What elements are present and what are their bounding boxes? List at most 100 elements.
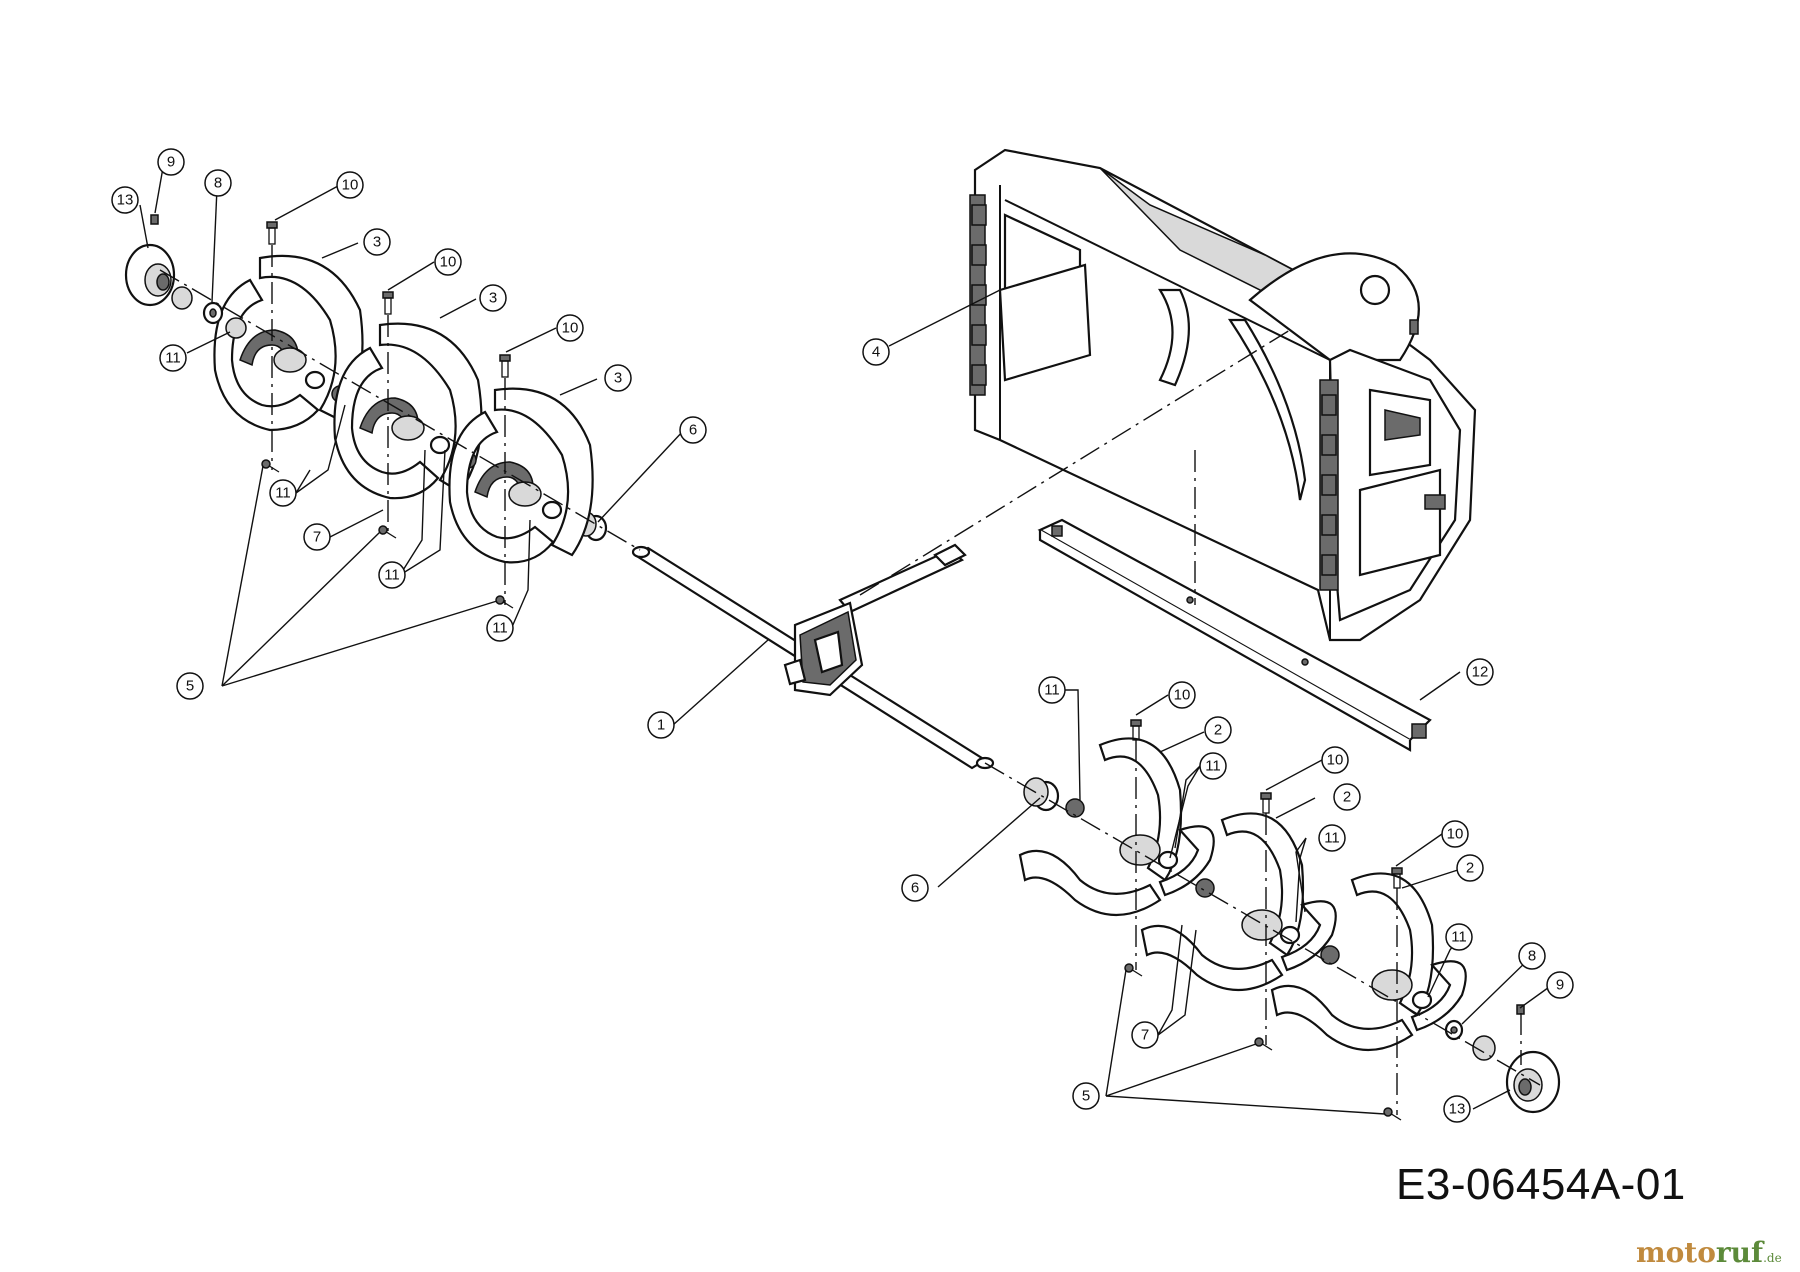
bolt-left-1 bbox=[266, 221, 278, 245]
auger-flight-right-outer bbox=[1270, 872, 1467, 1052]
svg-text:13: 13 bbox=[117, 192, 134, 209]
grease-fitting-left bbox=[150, 214, 159, 225]
callout-10-right-2: 10 bbox=[1321, 746, 1349, 774]
svg-text:8: 8 bbox=[214, 175, 222, 192]
callout-4-leader bbox=[888, 289, 1001, 347]
svg-text:10: 10 bbox=[440, 254, 457, 271]
svg-text:10: 10 bbox=[1327, 752, 1344, 769]
drawing-number: E3-06454A-01 bbox=[1396, 1160, 1686, 1209]
auger-housing bbox=[969, 148, 1477, 642]
callout-11-left-c: 11 bbox=[378, 561, 406, 589]
svg-text:10: 10 bbox=[562, 320, 579, 337]
callout-12: 12 bbox=[1466, 658, 1494, 686]
svg-text:7: 7 bbox=[313, 529, 321, 546]
svg-text:6: 6 bbox=[689, 422, 697, 439]
svg-text:11: 11 bbox=[1451, 929, 1467, 946]
shear-pin-left-1 bbox=[261, 459, 280, 473]
bearing-flange-right bbox=[1505, 1050, 1561, 1114]
svg-text:8: 8 bbox=[1528, 948, 1536, 965]
callout-10-left-1: 10 bbox=[336, 171, 364, 199]
callout-10-right-1: 10 bbox=[1168, 681, 1196, 709]
shear-pin-left-2 bbox=[378, 525, 397, 539]
callout-7-left: 7 bbox=[303, 523, 331, 551]
callout-2-right-2: 2 bbox=[1333, 783, 1361, 811]
svg-text:11: 11 bbox=[492, 620, 508, 637]
auger-flight-left-inner bbox=[448, 387, 594, 564]
svg-text:1: 1 bbox=[657, 717, 665, 734]
callout-11-right-b: 11 bbox=[1199, 752, 1227, 780]
scraper-bar bbox=[1037, 518, 1432, 752]
svg-text:12: 12 bbox=[1472, 664, 1489, 681]
callout-13-right: 13 bbox=[1443, 1095, 1471, 1123]
callout-8-right: 8 bbox=[1518, 942, 1546, 970]
callout-3-left-3: 3 bbox=[604, 364, 632, 392]
callout-11-left-a: 11 bbox=[159, 344, 187, 372]
auger-flight-right-inner bbox=[1018, 737, 1215, 917]
callout-10-right-3: 10 bbox=[1441, 820, 1469, 848]
callout-10-left-3: 10 bbox=[556, 314, 584, 342]
shear-pin-right-3 bbox=[1383, 1107, 1402, 1121]
callout-2-right-1: 2 bbox=[1204, 716, 1232, 744]
callout-10-left-2: 10 bbox=[434, 248, 462, 276]
svg-text:6: 6 bbox=[911, 880, 919, 897]
svg-text:11: 11 bbox=[1044, 682, 1060, 699]
callout-1: 1 bbox=[647, 711, 675, 739]
svg-text:10: 10 bbox=[1174, 687, 1191, 704]
bearing-flange-left bbox=[124, 243, 176, 307]
svg-text:9: 9 bbox=[167, 154, 175, 171]
washer-right bbox=[1444, 1019, 1464, 1041]
callout-6-left: 6 bbox=[679, 416, 707, 444]
callout-11-left-b: 11 bbox=[269, 479, 297, 507]
bolt-left-3 bbox=[499, 354, 511, 378]
callout-2-right-3: 2 bbox=[1456, 854, 1484, 882]
callout-11-left-d: 11 bbox=[486, 614, 514, 642]
bushing-right bbox=[1023, 777, 1060, 812]
svg-text:10: 10 bbox=[342, 177, 359, 194]
bolt-left-2 bbox=[382, 291, 394, 315]
callout-3-left-2: 3 bbox=[479, 284, 507, 312]
svg-text:13: 13 bbox=[1449, 1101, 1466, 1118]
svg-text:2: 2 bbox=[1214, 722, 1222, 739]
auger-flight-right-middle bbox=[1140, 812, 1337, 992]
svg-text:11: 11 bbox=[165, 350, 181, 367]
callout-9-right: 9 bbox=[1546, 971, 1574, 999]
svg-text:2: 2 bbox=[1343, 789, 1351, 806]
callout-6-right: 6 bbox=[901, 874, 929, 902]
callout-8-left: 8 bbox=[204, 169, 232, 197]
bearing-left bbox=[171, 286, 193, 310]
callout-3-left-1: 3 bbox=[363, 228, 391, 256]
callout-11-right-c: 11 bbox=[1318, 824, 1346, 852]
callout-7-right: 7 bbox=[1131, 1021, 1159, 1049]
svg-text:11: 11 bbox=[1205, 758, 1221, 775]
svg-text:10: 10 bbox=[1447, 826, 1464, 843]
svg-text:3: 3 bbox=[489, 290, 497, 307]
auger-shaft bbox=[631, 543, 995, 770]
svg-text:5: 5 bbox=[186, 678, 194, 695]
svg-text:2: 2 bbox=[1466, 860, 1474, 877]
svg-text:5: 5 bbox=[1082, 1088, 1090, 1105]
washer-left bbox=[202, 301, 224, 325]
bearing-right bbox=[1472, 1035, 1496, 1061]
svg-text:11: 11 bbox=[384, 567, 400, 584]
shear-pin-right-2 bbox=[1254, 1037, 1273, 1051]
callout-13-left: 13 bbox=[111, 186, 139, 214]
bolt-right-2 bbox=[1260, 792, 1272, 814]
svg-text:9: 9 bbox=[1556, 977, 1564, 994]
callout-9-left: 9 bbox=[157, 148, 185, 176]
centerlines bbox=[159, 245, 1541, 1115]
shear-pin-right-1 bbox=[1124, 963, 1143, 977]
svg-text:3: 3 bbox=[614, 370, 622, 387]
svg-text:11: 11 bbox=[275, 485, 291, 502]
callout-4: 4 bbox=[862, 338, 890, 366]
callout-5-left: 5 bbox=[176, 672, 204, 700]
callout-5-right: 5 bbox=[1072, 1082, 1100, 1110]
svg-text:3: 3 bbox=[373, 234, 381, 251]
callout-11-right-a: 11 bbox=[1038, 676, 1066, 704]
svg-text:7: 7 bbox=[1141, 1027, 1149, 1044]
svg-text:11: 11 bbox=[1324, 830, 1340, 847]
callout-11-right-d: 11 bbox=[1445, 923, 1473, 951]
svg-text:4: 4 bbox=[872, 344, 880, 361]
watermark-logo: motoruf.de bbox=[1636, 1236, 1782, 1269]
nut-left-outer bbox=[225, 317, 247, 339]
